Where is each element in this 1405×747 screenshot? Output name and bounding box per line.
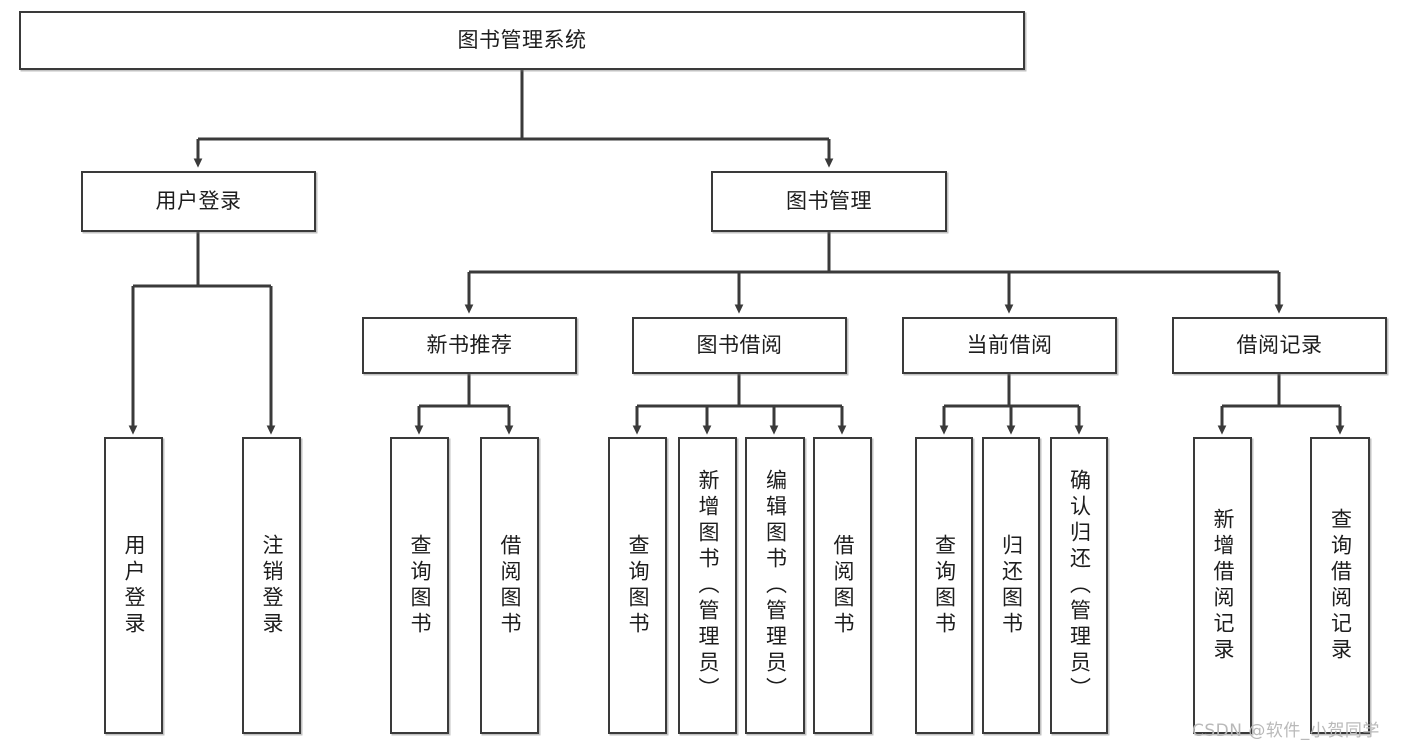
node-label: 用户登录 (122, 533, 146, 638)
node-label: 确认归还（管理员） (1067, 468, 1092, 703)
node-book-management[interactable]: 图书管理 (711, 171, 947, 232)
leaf-current-confirm-return-admin[interactable]: 确认归还（管理员） (1050, 437, 1108, 734)
leaf-records-query-record[interactable]: 查询借阅记录 (1310, 437, 1370, 734)
leaf-user-login-logout[interactable]: 注销登录 (242, 437, 301, 734)
node-user-login[interactable]: 用户登录 (81, 171, 316, 232)
node-book-borrow[interactable]: 图书借阅 (632, 317, 847, 374)
node-label: 查询图书 (626, 533, 650, 638)
node-label: 当前借阅 (966, 333, 1053, 358)
leaf-recommend-query-book[interactable]: 查询图书 (390, 437, 449, 734)
node-label: 新增图书（管理员） (696, 468, 720, 703)
node-label: 图书管理系统 (457, 28, 587, 53)
node-new-book-recommend[interactable]: 新书推荐 (362, 317, 577, 374)
node-label: 新书推荐 (426, 333, 513, 358)
node-label: 查询图书 (408, 533, 432, 638)
leaf-borrow-edit-book-admin[interactable]: 编辑图书（管理员） (745, 437, 805, 734)
leaf-borrow-query-book[interactable]: 查询图书 (608, 437, 667, 734)
node-label: 用户登录 (155, 189, 242, 214)
node-label: 编辑图书（管理员） (763, 468, 788, 703)
leaf-borrow-borrow-book[interactable]: 借阅图书 (813, 437, 872, 734)
node-label: 借阅图书 (831, 533, 855, 638)
leaf-user-login-login[interactable]: 用户登录 (104, 437, 163, 734)
node-label: 归还图书 (999, 533, 1024, 638)
node-current-borrow[interactable]: 当前借阅 (902, 317, 1117, 374)
leaf-recommend-borrow-book[interactable]: 借阅图书 (480, 437, 539, 734)
node-root-system[interactable]: 图书管理系统 (19, 11, 1025, 70)
node-label: 图书借阅 (696, 333, 783, 358)
leaf-borrow-add-book-admin[interactable]: 新增图书（管理员） (678, 437, 737, 734)
leaf-current-return-book[interactable]: 归还图书 (982, 437, 1040, 734)
node-label: 图书管理 (786, 189, 872, 214)
leaf-records-add-record[interactable]: 新增借阅记录 (1193, 437, 1252, 734)
node-label: 新增借阅记录 (1211, 507, 1235, 664)
node-label: 查询借阅记录 (1328, 507, 1353, 664)
leaf-current-query-book[interactable]: 查询图书 (915, 437, 973, 734)
csdn-watermark: CSDN @软件_小贺同学 (1192, 721, 1380, 741)
node-label: 查询图书 (932, 533, 957, 638)
node-label: 注销登录 (260, 533, 284, 638)
node-label: 借阅记录 (1236, 333, 1323, 358)
node-borrow-records[interactable]: 借阅记录 (1172, 317, 1387, 374)
node-label: 借阅图书 (498, 533, 522, 638)
